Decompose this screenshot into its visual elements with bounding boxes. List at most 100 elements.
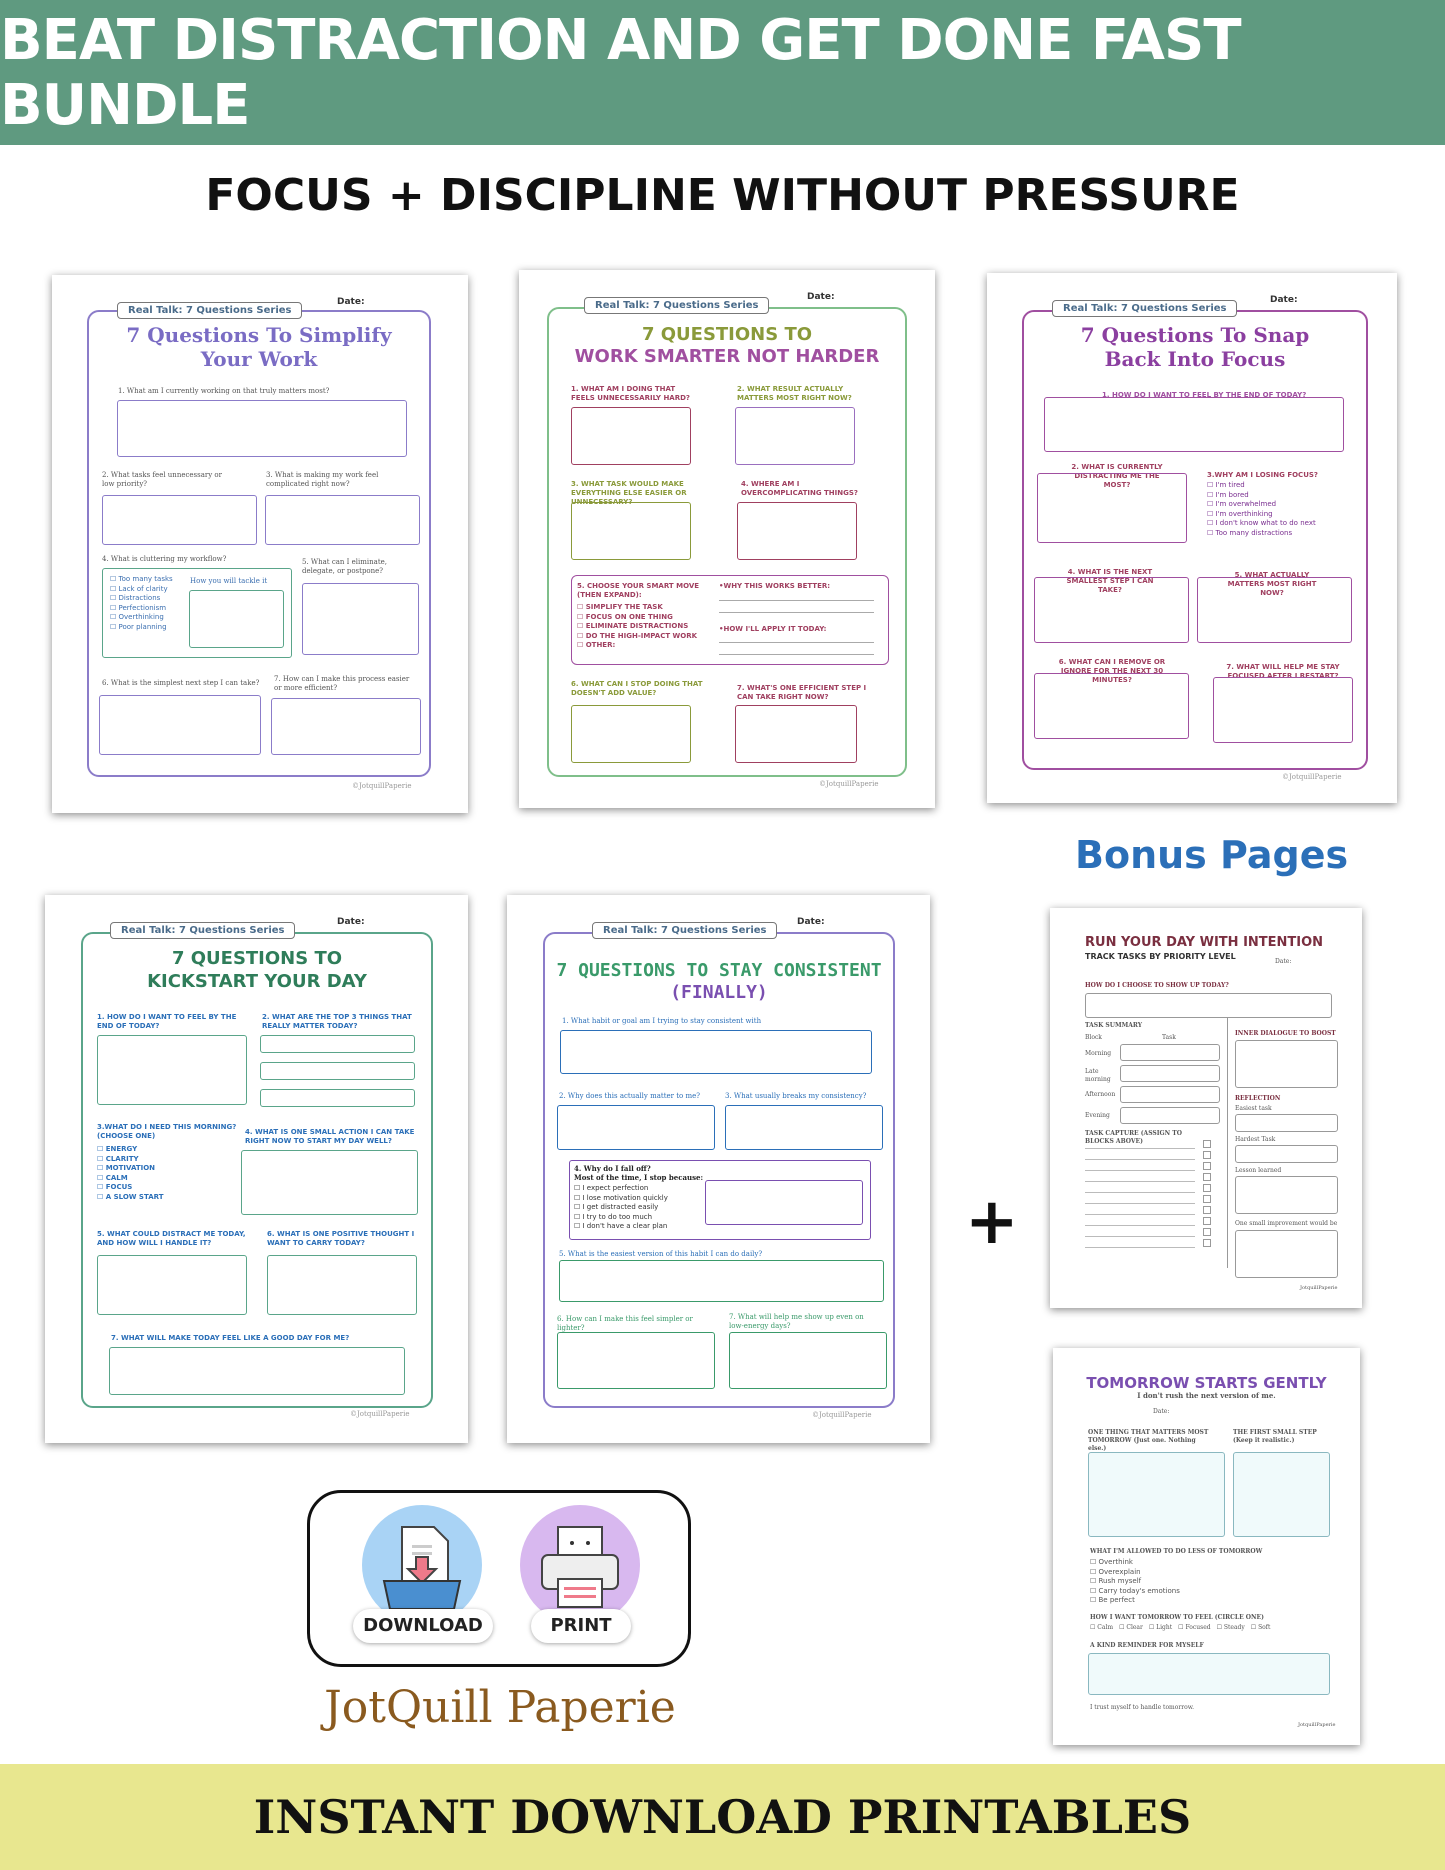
checkbox-option[interactable]: ☐ Eliminate distractions — [577, 622, 689, 630]
checkbox-option[interactable]: ☐ Rush myself — [1090, 1577, 1142, 1585]
task-checkbox[interactable] — [1203, 1140, 1211, 1148]
date-label: Date: — [1153, 1408, 1170, 1415]
question: 6. How can I make this feel simpler or l… — [557, 1315, 693, 1332]
checkbox-option[interactable]: ☐ I don't know what to do next — [1207, 519, 1316, 527]
column-label: Block — [1085, 1034, 1102, 1041]
feel-option[interactable]: ☐ Steady — [1216, 1624, 1245, 1631]
question: 2. What tasks feel unnecessary or low pr… — [102, 471, 222, 488]
task-capture-line[interactable] — [1085, 1159, 1195, 1160]
feel-option[interactable]: ☐ Soft — [1250, 1624, 1271, 1631]
checkbox-option[interactable]: ☐ I'm tired — [1207, 481, 1245, 489]
feel-option[interactable]: ☐ Calm — [1090, 1624, 1114, 1631]
task-capture-line[interactable] — [1085, 1247, 1195, 1248]
checkbox-option[interactable]: ☐ Poor planning — [110, 622, 167, 631]
section-label: HOW I WANT TOMORROW TO FEEL (CIRCLE ONE) — [1090, 1614, 1264, 1621]
copyright: ©JotquillPaperie — [1282, 773, 1342, 781]
task-checkbox[interactable] — [1203, 1206, 1211, 1214]
question-sub: How you will tackle it — [190, 577, 268, 585]
worksheet-title: 7 QUESTIONS TO STAY CONSISTENT(FINALLY) — [556, 960, 882, 1003]
checkbox-option[interactable]: ☐ Perfectionism — [110, 603, 167, 612]
question: 3. What usually breaks my consistency? — [725, 1092, 867, 1100]
checkbox-option[interactable]: ☐ Distractions — [110, 594, 161, 602]
task-checkbox[interactable] — [1203, 1228, 1211, 1236]
feel-option[interactable]: ☐ Focused — [1178, 1624, 1211, 1631]
question: 7. What's one efficient step I can take … — [737, 684, 867, 701]
checkbox-option[interactable]: ☐ Too many tasks — [110, 575, 173, 583]
copyright: ©JotquillPaperie — [350, 1410, 410, 1418]
checkbox-option[interactable]: ☐ Focus — [97, 1183, 133, 1191]
checkbox-option[interactable]: ☐ I don't have a clear plan — [574, 1222, 668, 1230]
worksheet-simplify-work: Real Talk: 7 Questions Series Date: 7 Qu… — [52, 275, 468, 813]
task-checkbox[interactable] — [1203, 1162, 1211, 1170]
block-label: Evening — [1085, 1112, 1110, 1119]
field-label: One small improvement would be — [1235, 1220, 1338, 1227]
checkbox-option[interactable]: ☐ I get distracted easily — [574, 1203, 659, 1211]
question: HOW DO I CHOOSE TO SHOW UP TODAY? — [1085, 982, 1229, 989]
task-checkbox[interactable] — [1203, 1173, 1211, 1181]
checkbox-option[interactable]: ☐ Lack of clarity — [110, 584, 168, 593]
checkbox-option[interactable]: ☐ Focus on one thing — [577, 612, 673, 621]
task-checkbox[interactable] — [1203, 1195, 1211, 1203]
checkbox-option[interactable]: ☐ I'm overwhelmed — [1207, 500, 1277, 508]
date-label: Date: — [1275, 958, 1292, 965]
bonus-subtitle: TRACK TASKS BY PRIORITY LEVEL — [1085, 952, 1236, 961]
plus-icon: + — [965, 1185, 1019, 1259]
bonus-tomorrow-gently: TOMORROW STARTS GENTLY I don't rush the … — [1053, 1348, 1360, 1745]
question: 5. What could distract me today, and how… — [97, 1230, 246, 1247]
checkbox-option[interactable]: ☐ A slow start — [97, 1192, 164, 1201]
feel-option[interactable]: ☐ Light — [1148, 1624, 1173, 1631]
checkbox-option[interactable]: ☐ Calm — [97, 1173, 128, 1182]
checkbox-option[interactable]: ☐ Do the high-impact work — [577, 631, 698, 640]
checkbox-option[interactable]: ☐ Motivation — [97, 1164, 156, 1172]
checkbox-option[interactable]: ☐ I expect perfection — [574, 1184, 649, 1192]
question: 1. How do I want to feel by the end of t… — [97, 1013, 237, 1030]
question: 3.What do I need this morning? (Choose o… — [97, 1123, 237, 1140]
download-button[interactable]: DOWNLOAD — [353, 1609, 493, 1643]
checkbox-option[interactable]: ☐ Too many distractions — [1207, 528, 1293, 537]
question: 4. What is one small action I can take r… — [245, 1128, 415, 1145]
checkbox-option[interactable]: ☐ I'm overthinking — [1207, 509, 1273, 518]
checkbox-option[interactable]: ☐ Simplify the task — [577, 603, 663, 611]
copyright: ©JotquillPaperie — [812, 1411, 872, 1419]
task-capture-line[interactable] — [1085, 1225, 1195, 1226]
checkbox-option[interactable]: ☐ Overexplain — [1090, 1567, 1141, 1576]
checkbox-option[interactable]: ☐ Other: — [577, 641, 616, 649]
section-label: TASK SUMMARY — [1085, 1022, 1143, 1029]
brand-logo: JotQuill Paperie — [324, 1682, 676, 1733]
bonus-subtitle: I don't rush the next version of me. — [1137, 1391, 1276, 1400]
question: 3.Why am I losing focus? — [1207, 471, 1318, 479]
section-label: REFLECTION — [1235, 1095, 1281, 1102]
task-capture-line[interactable] — [1085, 1192, 1195, 1193]
checkbox-option[interactable]: ☐ I try to do too much — [574, 1212, 653, 1221]
question: 1. What habit or goal am I trying to sta… — [562, 1017, 762, 1025]
checkbox-option[interactable]: ☐ Carry today's emotions — [1090, 1586, 1180, 1595]
question-sub: •Why this works better: — [719, 582, 831, 590]
task-checkbox[interactable] — [1203, 1184, 1211, 1192]
checkbox-option[interactable]: ☐ I lose motivation quickly — [574, 1193, 668, 1202]
worksheet-stay-consistent: Real Talk: 7 Questions Series Date: 7 QU… — [507, 895, 930, 1443]
feel-option[interactable]: ☐ Clear — [1119, 1624, 1143, 1631]
task-capture-line[interactable] — [1085, 1236, 1195, 1237]
print-button[interactable]: PRINT — [531, 1609, 631, 1643]
checkbox-option[interactable]: ☐ I'm bored — [1207, 490, 1249, 499]
copyright: ©JotquillPaperie — [352, 782, 412, 790]
checkbox-option[interactable]: ☐ Clarity — [97, 1154, 139, 1163]
task-checkbox[interactable] — [1203, 1217, 1211, 1225]
task-checkbox[interactable] — [1203, 1151, 1211, 1159]
checkbox-option[interactable]: ☐ Overthink — [1090, 1558, 1133, 1566]
question: ONE THING THAT MATTERS MOST TOMORROW (Ju… — [1088, 1429, 1209, 1452]
checkbox-option[interactable]: ☐ Be perfect — [1090, 1596, 1135, 1604]
checkbox-option[interactable]: ☐ Overthinking — [110, 613, 164, 621]
task-capture-line[interactable] — [1085, 1214, 1195, 1215]
task-checkbox[interactable] — [1203, 1239, 1211, 1247]
question: 1. What am I currently working on that t… — [118, 387, 330, 395]
task-capture-line[interactable] — [1085, 1170, 1195, 1171]
printer-icon — [520, 1505, 640, 1625]
task-capture-line[interactable] — [1085, 1203, 1195, 1204]
task-capture-line[interactable] — [1085, 1148, 1195, 1149]
task-capture-line[interactable] — [1085, 1181, 1195, 1182]
series-tag: Real Talk: 7 Questions Series — [584, 297, 770, 314]
checkbox-option[interactable]: ☐ Energy — [97, 1145, 138, 1153]
